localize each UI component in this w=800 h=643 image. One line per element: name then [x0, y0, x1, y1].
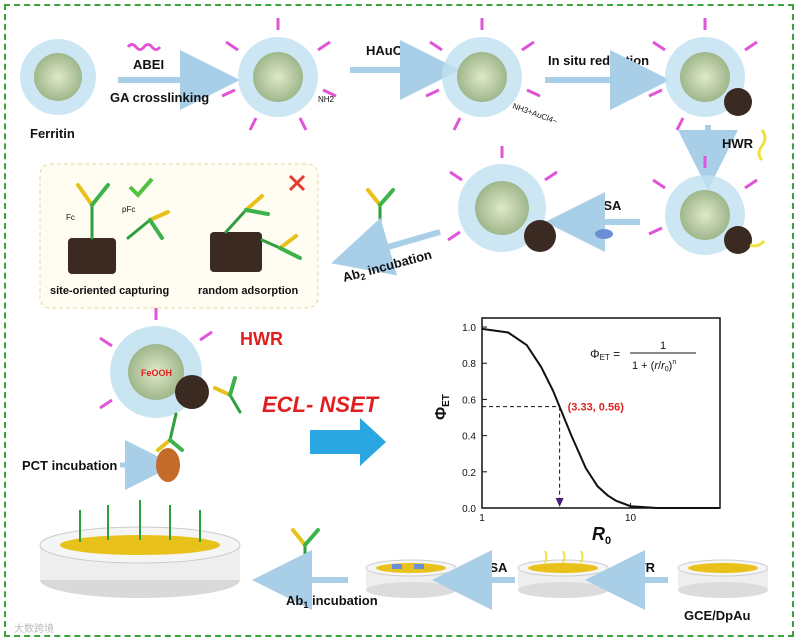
ab1-label: Ab1 incubation: [286, 593, 378, 610]
pct-label: PCT incubation: [22, 458, 117, 473]
phi-et-equation: ΦET = 1 1 + (r/r0)n: [590, 340, 696, 373]
labeled-nanoprobe: [99, 308, 213, 418]
cross-icon: [288, 174, 306, 192]
y-axis-label: ΦET: [433, 394, 452, 420]
ferritin-au-particle: [425, 18, 541, 131]
phi-et-chart: 0.0 0.2 0.4 0.6 0.8 1.0 1 10 (3.33, 0.56) R0 Φ…: [433, 317, 721, 547]
bsa-label: BSA: [594, 198, 622, 213]
check-icon: [128, 177, 154, 198]
haucl4-label: HAuCl4: [366, 43, 411, 60]
equation-numerator: 1: [660, 340, 666, 352]
random-adsorption-scene: [210, 194, 302, 272]
site-oriented-label: site-oriented capturing: [50, 285, 169, 297]
plot-frame: [481, 317, 721, 509]
hwr3-label: HWR: [624, 560, 656, 575]
gce-label: GCE/DpAu: [684, 608, 751, 623]
electrode-bsa: [365, 559, 457, 598]
site-oriented-scene: [68, 183, 170, 274]
x-tick-label: 1: [479, 513, 485, 524]
equation-denominator: 1 + (r/r0)n: [632, 359, 676, 373]
x-tick-label: 10: [625, 513, 637, 524]
y-tick-label: 0.4: [462, 432, 476, 443]
electrode-gce: [677, 559, 769, 598]
big-arrow-icon: [310, 418, 386, 466]
abei-icon: [126, 43, 162, 51]
bsa2-label: BSA: [480, 560, 508, 575]
electrode-hwr: [517, 550, 609, 598]
arrow-6: [331, 217, 441, 276]
ferritin-particle: [20, 39, 96, 115]
antibody-ab1-icon: [291, 528, 320, 570]
fc-label: Fc: [66, 213, 75, 222]
ferritin-label: Ferritin: [30, 126, 75, 141]
y-tick-label: 0.0: [462, 504, 476, 515]
y-tick-label: 0.2: [462, 468, 476, 479]
series-line: [481, 327, 720, 509]
ferritin-abei-particle: [221, 18, 337, 131]
feooh-label: FeOOH: [141, 368, 172, 378]
nh2-label: NH2: [318, 95, 335, 104]
y-tick-label: 0.6: [462, 395, 476, 406]
ga-label: GA crosslinking: [110, 90, 209, 105]
pfc-label: pFc: [122, 205, 135, 214]
hwr-peptide-icon: [757, 129, 767, 162]
guide-arrow-icon: [555, 498, 564, 507]
ecl-nset-label: ECL- NSET: [262, 392, 380, 417]
bsa-icon: [595, 229, 613, 239]
ferritin-aunp-particle: [648, 18, 758, 131]
abei-label: ABEI: [133, 57, 164, 72]
pct-antigen-icon: [156, 448, 180, 482]
x-axis-label: R0: [592, 524, 611, 547]
y-tick-label: 0.8: [462, 359, 476, 370]
y-tick-label: 1.0: [462, 323, 476, 334]
ab2-label: Ab2 incubation: [341, 247, 434, 287]
insitu-label: In situ reduction: [548, 53, 649, 68]
ferritin-bsa-particle: [447, 146, 558, 252]
antibody-ab2-icon: [366, 188, 395, 230]
hwr-label: HWR: [722, 136, 754, 151]
hwr-red-label: HWR: [240, 329, 283, 349]
equation-lhs: ΦET =: [590, 347, 620, 362]
watermark: 大数跨境: [14, 622, 54, 635]
annotation-label: (3.33, 0.56): [568, 402, 625, 414]
nh3aucl4-label: NH3+AuCl4−: [511, 101, 559, 126]
dashed-frame: [4, 4, 794, 637]
ferritin-hwr-particle: [648, 156, 766, 255]
random-adsorption-label: random adsorption: [198, 285, 299, 297]
electrode-large: [39, 500, 241, 598]
